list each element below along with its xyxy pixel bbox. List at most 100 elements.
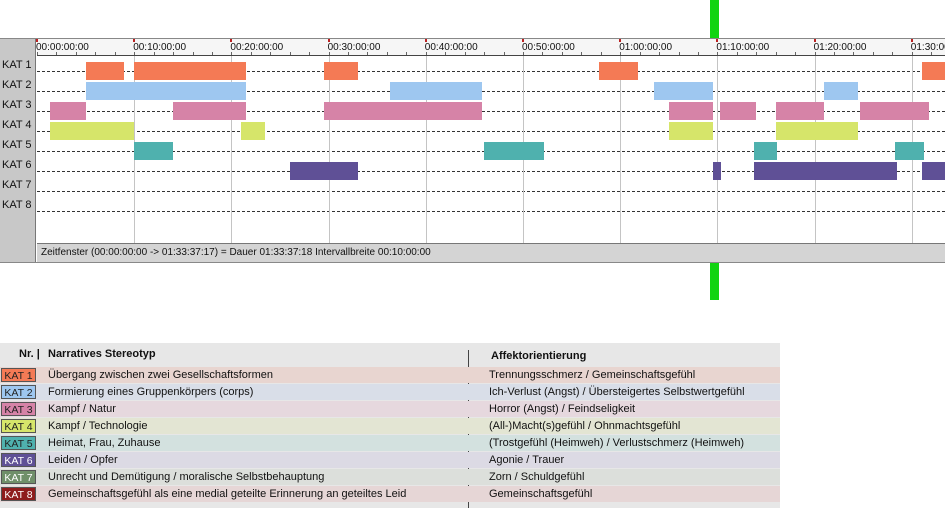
row-label: KAT 3 — [2, 99, 32, 111]
category-segment[interactable] — [754, 142, 777, 160]
stereotype-text: Kampf / Technologie — [48, 420, 148, 432]
stereotype-text: Formierung eines Gruppenkörpers (corps) — [48, 386, 254, 398]
stereotype-text: Heimat, Frau, Zuhause — [48, 437, 161, 449]
category-segment[interactable] — [323, 102, 483, 120]
row-guide-line — [37, 191, 945, 192]
interval-grid-line — [717, 56, 719, 244]
minor-tick — [523, 52, 524, 55]
category-segment[interactable] — [323, 62, 358, 80]
category-segment[interactable] — [824, 82, 859, 100]
category-segment[interactable] — [241, 122, 266, 140]
affect-text: (Trostgefühl (Heimweh) / Verlustschmerz … — [489, 437, 745, 449]
time-tick-label: 00:30:00:00 — [327, 42, 381, 53]
category-segment[interactable] — [173, 102, 246, 120]
stereotype-text: Gemeinschaftsgefühl als eine medial gete… — [48, 488, 407, 500]
minor-tick — [348, 52, 350, 55]
time-tick-mark — [910, 39, 913, 42]
category-badge: KAT 2 — [1, 385, 36, 399]
category-segment[interactable] — [134, 62, 246, 80]
stereotype-text: Übergang zwischen zwei Gesellschaftsform… — [48, 369, 273, 381]
minor-tick — [911, 52, 913, 55]
minor-tick — [153, 52, 155, 55]
timeline-status-bar: Zeitfenster (00:00:00:00 -> 01:33:37:17)… — [37, 243, 945, 262]
category-segment[interactable] — [49, 102, 86, 120]
row-label: KAT 6 — [2, 159, 32, 171]
time-tick-mark — [327, 39, 330, 42]
legend-header-stereotype: Narratives Stereotyp — [48, 348, 156, 360]
minor-tick — [425, 52, 427, 55]
minor-tick — [386, 52, 388, 55]
legend-row: KAT 1 Übergang zwischen zwei Gesellschaft… — [0, 367, 780, 383]
minor-tick — [250, 52, 252, 55]
category-segment[interactable] — [484, 142, 545, 160]
category-segment[interactable] — [668, 102, 713, 120]
category-badge: KAT 1 — [1, 368, 36, 382]
minor-tick — [75, 52, 77, 55]
minor-tick — [328, 52, 330, 55]
minor-tick — [697, 52, 699, 55]
category-segment[interactable] — [860, 102, 930, 120]
time-tick-label: 00:00:00:00 — [36, 42, 89, 53]
minor-tick — [600, 52, 602, 55]
category-segment[interactable] — [85, 62, 125, 80]
category-segment[interactable] — [49, 122, 135, 140]
category-segment[interactable] — [775, 122, 859, 140]
minor-tick — [231, 52, 233, 55]
category-segment[interactable] — [289, 162, 358, 180]
minor-tick — [134, 52, 136, 55]
category-segment[interactable] — [895, 142, 925, 160]
category-segment[interactable] — [712, 162, 722, 180]
time-tick-label: 01:10:00:00 — [716, 42, 770, 53]
time-tick-label: 01:00:00:00 — [619, 42, 673, 53]
row-guide-line — [37, 131, 945, 132]
time-tick-mark — [522, 39, 524, 42]
category-segment[interactable] — [134, 142, 174, 160]
category-segment[interactable] — [921, 62, 945, 80]
category-badge: KAT 3 — [1, 402, 36, 416]
affect-text: Zorn / Schuldgefühl — [489, 471, 585, 483]
timeline-grid[interactable] — [37, 56, 945, 244]
category-segment[interactable] — [85, 82, 246, 100]
minor-tick — [309, 52, 311, 55]
category-segment[interactable] — [754, 162, 898, 180]
minor-tick — [775, 52, 777, 55]
minor-tick — [464, 52, 466, 55]
category-badge: KAT 4 — [1, 419, 36, 433]
category-legend-table: Nr. | Narratives Stereotyp Affektorienti… — [0, 343, 780, 508]
row-guide-line — [37, 71, 945, 72]
minor-tick — [289, 52, 291, 55]
minor-tick — [445, 52, 447, 55]
stereotype-text: Unrecht und Demütigung / moralische Selb… — [48, 471, 325, 483]
minor-tick — [561, 52, 563, 55]
minor-tick — [756, 52, 758, 55]
time-tick-label: 00:20:00:00 — [230, 42, 284, 53]
minor-tick — [484, 52, 486, 55]
category-segment[interactable] — [668, 122, 713, 140]
minor-tick — [542, 52, 544, 55]
interval-grid-line — [425, 56, 427, 244]
category-segment[interactable] — [389, 82, 483, 100]
category-segment[interactable] — [921, 162, 945, 180]
category-segment[interactable] — [720, 102, 757, 120]
affect-text: Gemeinschaftsgefühl — [489, 488, 593, 500]
category-badge: KAT 6 — [1, 453, 36, 467]
category-segment[interactable] — [775, 102, 825, 120]
playhead-marker-top[interactable] — [710, 0, 719, 38]
row-label: KAT 8 — [2, 199, 32, 211]
category-segment[interactable] — [654, 82, 713, 100]
time-tick-mark — [716, 39, 719, 42]
minor-tick — [581, 52, 583, 55]
legend-header-affect: Affektorientierung — [491, 350, 587, 362]
playhead-marker-bottom[interactable] — [710, 263, 719, 300]
category-badge: KAT 7 — [1, 470, 36, 484]
row-label: KAT 1 — [2, 59, 32, 71]
minor-tick — [814, 52, 816, 55]
interval-grid-line — [231, 56, 233, 244]
category-segment[interactable] — [598, 62, 638, 80]
row-label: KAT 7 — [2, 179, 32, 191]
time-tick-label: 01:20:00:00 — [813, 42, 867, 53]
